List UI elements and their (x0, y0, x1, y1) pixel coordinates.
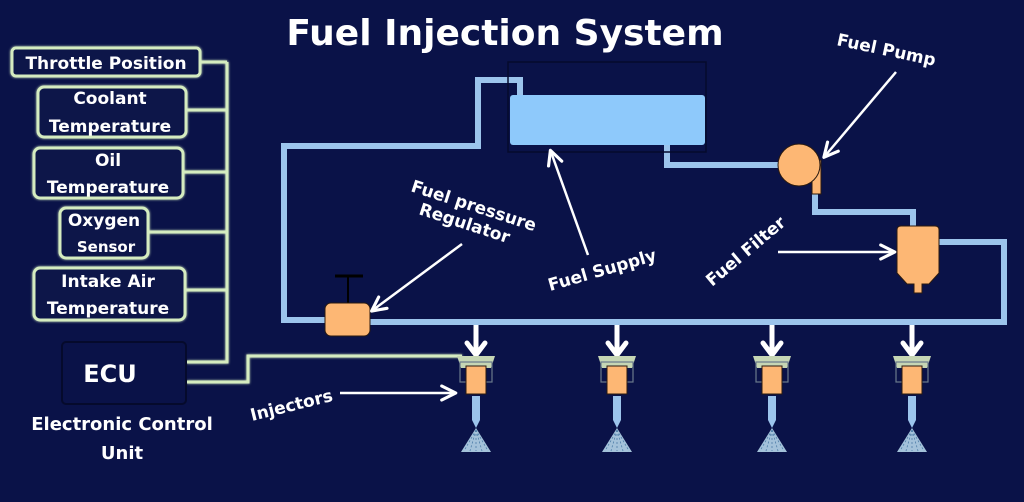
injector-nozzle (472, 396, 480, 428)
spray-streak (899, 429, 913, 452)
spray-streak (616, 429, 630, 452)
diagram-title: Fuel Injection System (286, 13, 723, 54)
sensor-label-oxygen-line1: Oxygen (68, 211, 140, 231)
injectors-group (457, 325, 931, 452)
fuel-filter (896, 225, 940, 294)
arrow-down-icon (464, 340, 488, 358)
sensor-label-throttle-position: Throttle Position (25, 54, 186, 74)
fuel-pump-body (777, 143, 821, 187)
sensor-boxes (10, 46, 202, 322)
fuel-pump (777, 143, 822, 195)
ecu-caption-line2: Unit (101, 443, 144, 464)
spray-streak (771, 429, 785, 452)
arrow-down-icon (605, 340, 629, 358)
fuel-supply-label: Fuel Supply (546, 246, 659, 296)
injector-4 (893, 325, 931, 452)
sensor-box-coolant-temperature (36, 85, 188, 139)
injector-body (761, 365, 783, 395)
injector-body (606, 365, 628, 395)
injector-body (901, 365, 923, 395)
sensor-label-oxygen-line2: Sensor (77, 238, 136, 256)
sensor-label-intake-line2: Temperature (47, 299, 169, 319)
injector-2 (598, 325, 636, 452)
ecu-caption-line1: Electronic Control (31, 414, 213, 435)
sensor-label-oil-line2: Temperature (47, 178, 169, 198)
injector-body (465, 365, 487, 395)
injector-nozzle (768, 396, 776, 428)
injector-nozzle (908, 396, 916, 428)
injector-1 (457, 325, 495, 452)
sensor-label-coolant-line2: Temperature (49, 117, 171, 137)
spray-streak (604, 429, 618, 452)
sensor-box-intake-air-temperature (32, 266, 187, 322)
injector-nozzle (613, 396, 621, 428)
fuel-tank-fuel (510, 95, 705, 145)
sensor-wiring (148, 60, 462, 384)
fuel-supply-arrow (546, 148, 590, 256)
regulator-arrow (370, 242, 463, 313)
spray-streak (759, 429, 773, 452)
sensor-label-oil-line1: Oil (95, 151, 121, 171)
ecu-label: ECU (83, 360, 137, 388)
ecu-box (61, 341, 187, 405)
fuel-pressure-regulator (324, 274, 371, 337)
injector-3 (753, 325, 791, 452)
fuel-filter-label: Fuel Filter (702, 212, 790, 290)
fuel-lines (281, 77, 1007, 325)
sensor-box-oil-temperature (32, 146, 185, 200)
fuel-tank (507, 61, 707, 153)
spray-streak (911, 429, 925, 452)
pointer-arrows (340, 71, 897, 402)
regulator-body (324, 302, 371, 337)
sensor-labels: Throttle Position Coolant Temperature Oi… (25, 54, 186, 319)
fuel-pump-arrow (822, 71, 897, 159)
spray-streak (463, 429, 477, 452)
injectors-label: Injectors (248, 386, 335, 426)
sensor-box-oxygen-sensor (58, 206, 150, 260)
sensor-box-throttle-position (10, 46, 202, 78)
fuel-pump-label: Fuel Pump (835, 30, 938, 70)
sensor-label-coolant-line1: Coolant (73, 89, 146, 109)
arrow-down-icon (900, 340, 924, 358)
sensor-label-intake-line1: Intake Air (61, 272, 155, 292)
fuel-tank-outline (507, 61, 707, 153)
spray-streak (475, 429, 489, 452)
arrow-down-icon (760, 340, 784, 358)
